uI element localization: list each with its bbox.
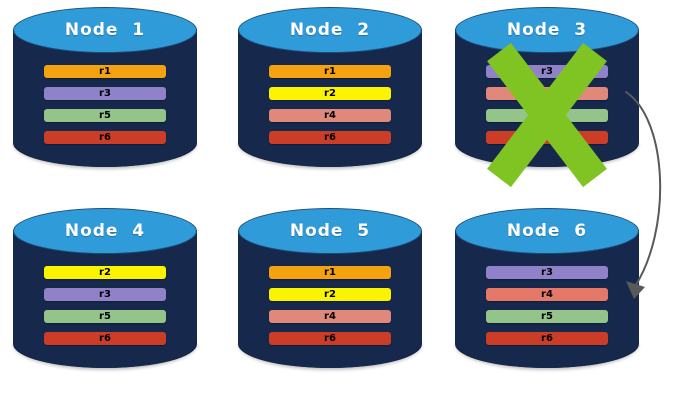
- record-bar[interactable]: r3: [44, 87, 166, 100]
- node-label: Node 4: [64, 221, 146, 241]
- record-label: r4: [324, 109, 336, 121]
- cylinder-base: [455, 342, 639, 368]
- record-label: r6: [99, 332, 111, 344]
- record-bar[interactable]: r5: [486, 109, 608, 122]
- record-bar[interactable]: r1: [269, 65, 391, 78]
- record-list: r2 r3 r5 r6: [44, 266, 166, 345]
- database-node-1[interactable]: Node 1 r1 r3 r5 r6: [13, 7, 197, 189]
- record-label: r6: [324, 332, 336, 344]
- record-label: r6: [99, 131, 111, 143]
- record-bar[interactable]: r4: [486, 87, 608, 100]
- cylinder-top-ellipse: Node 4: [13, 208, 197, 254]
- record-bar[interactable]: r5: [486, 310, 608, 323]
- database-node-4[interactable]: Node 4 r2 r3 r5 r6: [13, 208, 197, 390]
- database-node-5[interactable]: Node 5 r1 r2 r4 r6: [238, 208, 422, 390]
- record-bar[interactable]: r6: [486, 131, 608, 144]
- cylinder-base: [13, 141, 197, 167]
- record-label: r3: [541, 266, 553, 278]
- record-bar[interactable]: r3: [486, 266, 608, 279]
- record-label: r3: [541, 65, 553, 77]
- cylinder-top-ellipse: Node 6: [455, 208, 639, 254]
- record-bar[interactable]: r2: [269, 288, 391, 301]
- record-bar[interactable]: r6: [486, 332, 608, 345]
- cylinder-base: [238, 141, 422, 167]
- record-label: r6: [541, 131, 553, 143]
- record-label: r6: [324, 131, 336, 143]
- record-label: r1: [99, 65, 111, 77]
- record-bar[interactable]: r5: [44, 310, 166, 323]
- cylinder-top-ellipse: Node 2: [238, 7, 422, 53]
- record-label: r5: [541, 310, 553, 322]
- record-bar[interactable]: r1: [269, 266, 391, 279]
- database-node-2[interactable]: Node 2 r1 r2 r4 r6: [238, 7, 422, 189]
- node-label: Node 2: [289, 20, 371, 40]
- record-label: r2: [99, 266, 111, 278]
- record-label: r2: [324, 288, 336, 300]
- database-node-6[interactable]: Node 6 r3 r4 r5 r6: [455, 208, 639, 390]
- record-label: r3: [99, 87, 111, 99]
- record-label: r4: [324, 310, 336, 322]
- cylinder-base: [238, 342, 422, 368]
- record-bar[interactable]: r6: [269, 332, 391, 345]
- record-bar[interactable]: r6: [269, 131, 391, 144]
- record-bar[interactable]: r3: [486, 65, 608, 78]
- node-label: Node 1: [64, 20, 146, 40]
- record-list: r3 r4 r5 r6: [486, 266, 608, 345]
- record-label: r3: [99, 288, 111, 300]
- cylinder-base: [13, 342, 197, 368]
- record-bar[interactable]: r2: [269, 87, 391, 100]
- node-label: Node 5: [289, 221, 371, 241]
- record-bar[interactable]: r2: [44, 266, 166, 279]
- record-list: r1 r2 r4 r6: [269, 65, 391, 144]
- cylinder-base: [455, 141, 639, 167]
- record-label: r1: [324, 65, 336, 77]
- record-label: r5: [99, 109, 111, 121]
- record-bar[interactable]: r4: [486, 288, 608, 301]
- cylinder-top-ellipse: Node 3: [455, 7, 639, 53]
- record-label: r4: [541, 288, 553, 300]
- record-label: r1: [324, 266, 336, 278]
- database-node-3[interactable]: Node 3 r3 r4 r5 r6: [455, 7, 639, 189]
- node-label: Node 3: [506, 20, 588, 40]
- record-bar[interactable]: r4: [269, 109, 391, 122]
- record-label: r6: [541, 332, 553, 344]
- record-label: r2: [324, 87, 336, 99]
- record-label: r5: [541, 109, 553, 121]
- record-label: r4: [541, 87, 553, 99]
- record-bar[interactable]: r3: [44, 288, 166, 301]
- record-bar[interactable]: r6: [44, 332, 166, 345]
- node-label: Node 6: [506, 221, 588, 241]
- record-list: r1 r3 r5 r6: [44, 65, 166, 144]
- record-label: r5: [99, 310, 111, 322]
- cylinder-top-ellipse: Node 5: [238, 208, 422, 254]
- record-list: r1 r2 r4 r6: [269, 266, 391, 345]
- record-bar[interactable]: r4: [269, 310, 391, 323]
- record-bar[interactable]: r5: [44, 109, 166, 122]
- record-bar[interactable]: r1: [44, 65, 166, 78]
- record-list: r3 r4 r5 r6: [486, 65, 608, 144]
- record-bar[interactable]: r6: [44, 131, 166, 144]
- cylinder-top-ellipse: Node 1: [13, 7, 197, 53]
